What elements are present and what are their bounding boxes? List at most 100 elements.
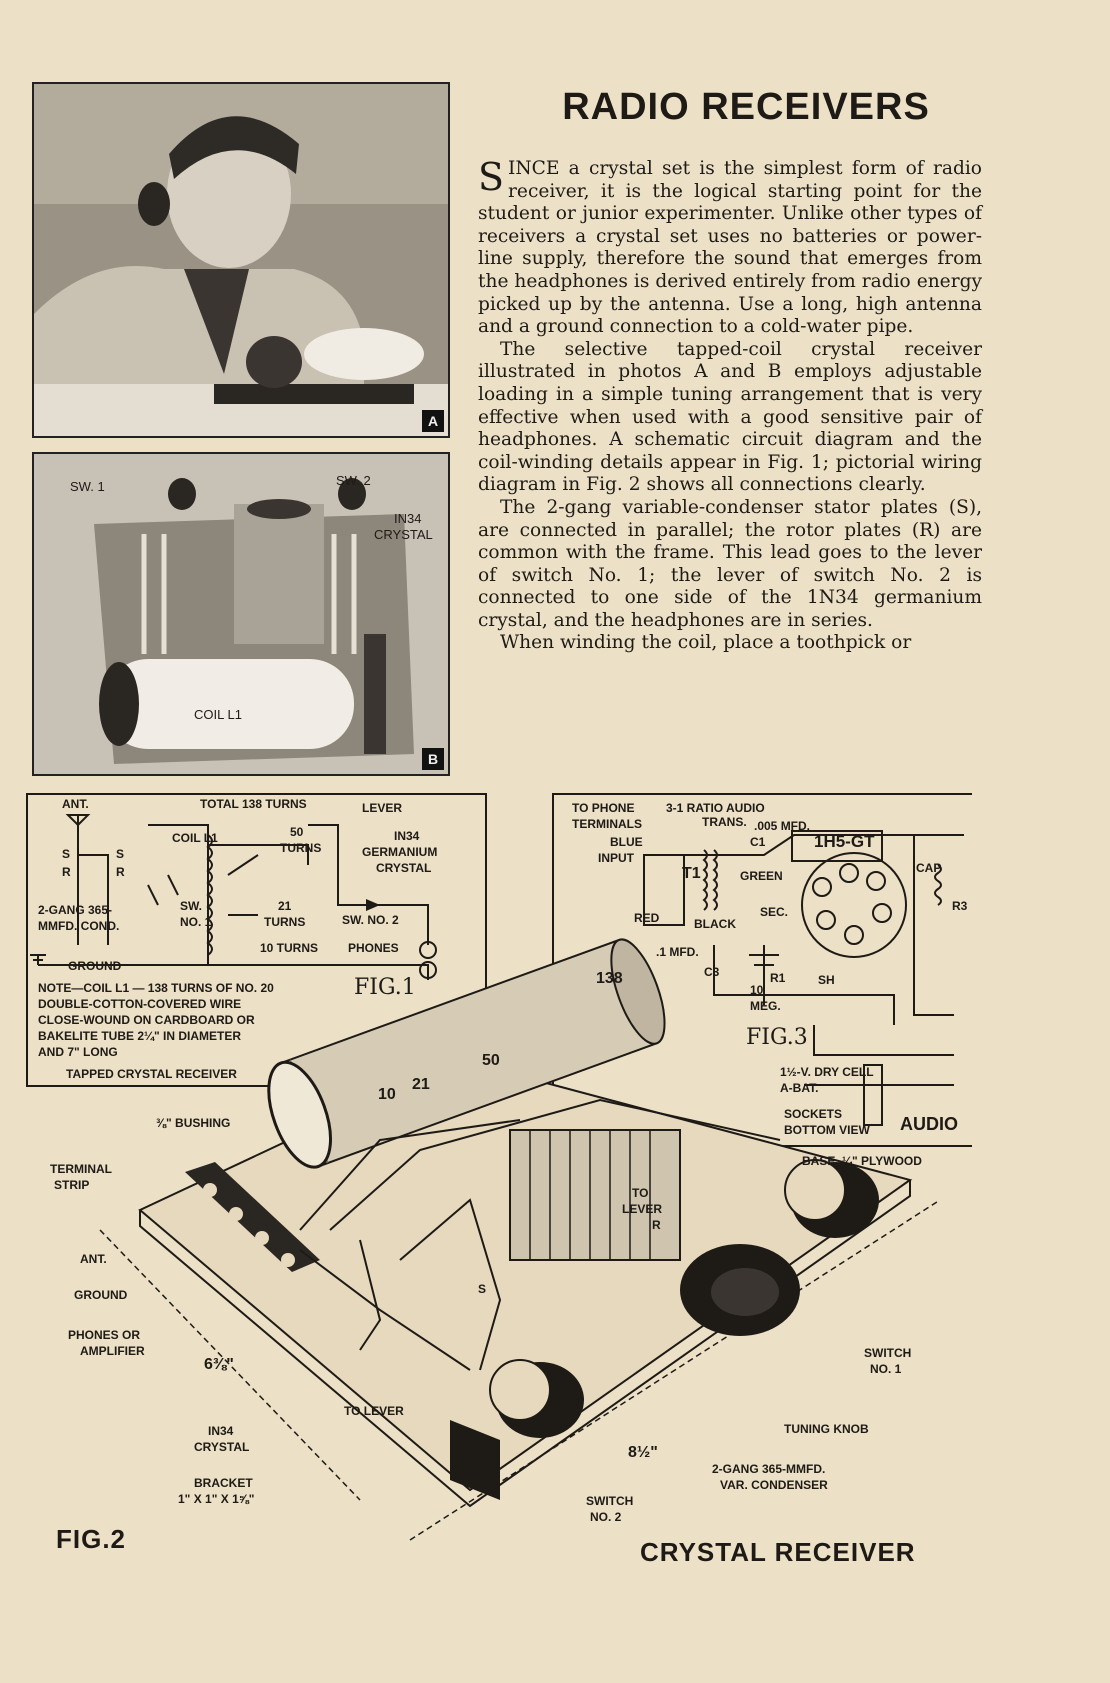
fig2-bracket1: BRACKET xyxy=(194,1476,253,1490)
fig3-r1c: MEG. xyxy=(750,999,781,1013)
fig2-terminal1: TERMINAL xyxy=(50,1162,112,1176)
fig1-r-right: R xyxy=(116,865,125,879)
photo-b: SW. 1 SW. 2 IN34 CRYSTAL COIL L1 B xyxy=(32,452,450,776)
fig1-coil: COIL L1 xyxy=(172,831,218,845)
fig2-tap21: 21 xyxy=(412,1076,430,1093)
fig1-ground: GROUND xyxy=(68,959,122,973)
fig1-total: TOTAL 138 TURNS xyxy=(200,797,307,811)
fig1-s-right: S xyxy=(116,847,125,861)
fig1-ant: ANT. xyxy=(62,797,89,811)
fig1-note3: CLOSE-WOUND ON CARDBOARD OR xyxy=(38,1013,255,1027)
fig3-blue1: BLUE xyxy=(610,835,643,849)
fig2-switch2a: SWITCH xyxy=(586,1494,634,1508)
fig2-tuning: TUNING KNOB xyxy=(784,1422,869,1436)
fig2-switch1a: SWITCH xyxy=(864,1346,912,1360)
fig2-bushing: ⅜" BUSHING xyxy=(156,1116,231,1130)
fig2-crystal2: CRYSTAL xyxy=(194,1440,250,1454)
coil-label: COIL L1 xyxy=(194,707,242,722)
fig2-s-top: S xyxy=(478,1282,487,1296)
fig2-base: BASE, ¼" PLYWOOD xyxy=(802,1154,922,1168)
fig3-c1: C1 xyxy=(750,835,766,849)
fig3-tophone2: TERMINALS xyxy=(572,817,642,831)
fig1-sw2: SW. NO. 2 xyxy=(342,913,399,927)
fig3-ratio1: 3-1 RATIO AUDIO xyxy=(666,801,765,815)
fig2-tolever-b2: LEVER xyxy=(622,1202,663,1216)
fig1-title: FIG.1 xyxy=(354,975,416,1000)
fig3-cell2: A-BAT. xyxy=(780,1081,819,1095)
fig2-tolever-a: TO LEVER xyxy=(344,1404,404,1418)
fig2-tap138: 138 xyxy=(596,970,623,987)
fig2-r: R xyxy=(652,1218,661,1232)
fig2-drawing xyxy=(99,938,941,1541)
fig2-title: FIG.2 xyxy=(56,1524,127,1554)
fig3-r3: R3 xyxy=(952,899,968,913)
fig1-wiring xyxy=(30,814,437,980)
fig1-21a: 21 xyxy=(278,899,292,913)
fig2-cond1: 2-GANG 365-MMFD. xyxy=(712,1462,826,1476)
fig3-t1: T1 xyxy=(682,865,701,882)
fig2-tolever-b1: TO xyxy=(632,1186,649,1200)
fig1-sw1b: NO. 1 xyxy=(180,915,212,929)
fig3-cap005: .005 MFD. xyxy=(754,819,811,833)
fig3-r1b: R1 xyxy=(770,971,786,985)
fig1-cond1: 2-GANG 365- xyxy=(38,903,113,917)
fig3-cap: CAP xyxy=(916,861,942,875)
fig1-50b: TURNS xyxy=(280,841,322,855)
fig3-sockets2: BOTTOM VIEW xyxy=(784,1123,870,1137)
paragraph-1: S INCE a crystal set is the simplest for… xyxy=(478,158,982,339)
photo-a-illustration xyxy=(34,84,448,436)
fig2-phones1: PHONES OR xyxy=(68,1328,141,1342)
fig3-green: GREEN xyxy=(740,869,783,883)
page-title: RADIO RECEIVERS xyxy=(562,86,930,128)
fig3-sh: SH xyxy=(818,973,835,987)
fig2-dim638: 6⅜" xyxy=(204,1356,234,1373)
fig3-tophone1: TO PHONE xyxy=(572,801,635,815)
photo-a: A xyxy=(32,82,450,438)
fig2-terminal2: STRIP xyxy=(54,1178,90,1192)
fig2-tap50: 50 xyxy=(482,1052,500,1069)
fig3-schematic: TO PHONE TERMINALS 3-1 RATIO AUDIO TRANS… xyxy=(552,793,972,1147)
fig1-10turns: 10 TURNS xyxy=(260,941,319,955)
fig1-crys1: IN34 xyxy=(394,829,420,843)
fig3-wiring xyxy=(643,830,964,1126)
fig2-s-bottom: S xyxy=(558,1380,567,1394)
fig3-audio: AUDIO xyxy=(900,1114,958,1134)
fig2-pictorial: 10 21 50 138 ⅜" BUSHING TERMINAL STRIP A… xyxy=(0,900,1110,1580)
paragraph-1-text: INCE a crystal set is the simplest form … xyxy=(478,158,982,338)
photo-a-badge: A xyxy=(422,410,444,432)
crystal-label-2: CRYSTAL xyxy=(374,527,433,542)
fig2-ground: GROUND xyxy=(74,1288,128,1302)
photo-b-illustration xyxy=(34,454,448,774)
fig1-lever: LEVER xyxy=(362,801,403,815)
sw1-label: SW. 1 xyxy=(70,479,105,494)
fig3-c3: C3 xyxy=(704,965,720,979)
fig1-50a: 50 xyxy=(290,825,304,839)
fig1-note4: BAKELITE TUBE 2¼" IN DIAMETER xyxy=(38,1029,242,1043)
fig2-cond2: VAR. CONDENSER xyxy=(720,1478,828,1492)
fig1-note1: NOTE—COIL L1 — 138 TURNS OF NO. 20 xyxy=(38,981,274,995)
fig1-note5: AND 7" LONG xyxy=(38,1045,118,1059)
fig3-sockets1: SOCKETS xyxy=(784,1107,843,1121)
fig2-bracket2: 1" X 1" X 1⅝" xyxy=(178,1492,255,1506)
fig2-crystal1: IN34 xyxy=(208,1424,234,1438)
fig3-ratio2: TRANS. xyxy=(702,815,747,829)
fig3-black: BLACK xyxy=(694,917,736,931)
fig2-switch1b: NO. 1 xyxy=(870,1362,902,1376)
fig2-ant: ANT. xyxy=(80,1252,107,1266)
paragraph-2: The selective tapped-coil crystal receiv… xyxy=(478,338,982,496)
fig1-schematic: ANT. TOTAL 138 TURNS LEVER COIL L1 50 TU… xyxy=(26,793,487,1087)
fig3-cell1: 1½-V. DRY CELL xyxy=(780,1065,874,1079)
fig1-note2: DOUBLE-COTTON-COVERED WIRE xyxy=(38,997,242,1011)
fig1-crys2: GERMANIUM xyxy=(362,845,438,859)
drop-cap: S xyxy=(478,155,505,199)
fig3-tube: 1H5-GT xyxy=(814,832,875,851)
fig3-title: FIG.3 xyxy=(746,1025,808,1050)
fig3-mfd1: .1 MFD. xyxy=(656,945,699,959)
fig3-blue2: INPUT xyxy=(598,851,634,865)
crystal-label-1: IN34 xyxy=(394,511,422,526)
fig2-tap10: 10 xyxy=(378,1086,396,1103)
fig1-caption: TAPPED CRYSTAL RECEIVER xyxy=(66,1067,237,1081)
fig3-red: RED xyxy=(634,911,660,925)
fig2-phones2: AMPLIFIER xyxy=(80,1344,145,1358)
fig3-r1a: 10 xyxy=(750,983,764,997)
